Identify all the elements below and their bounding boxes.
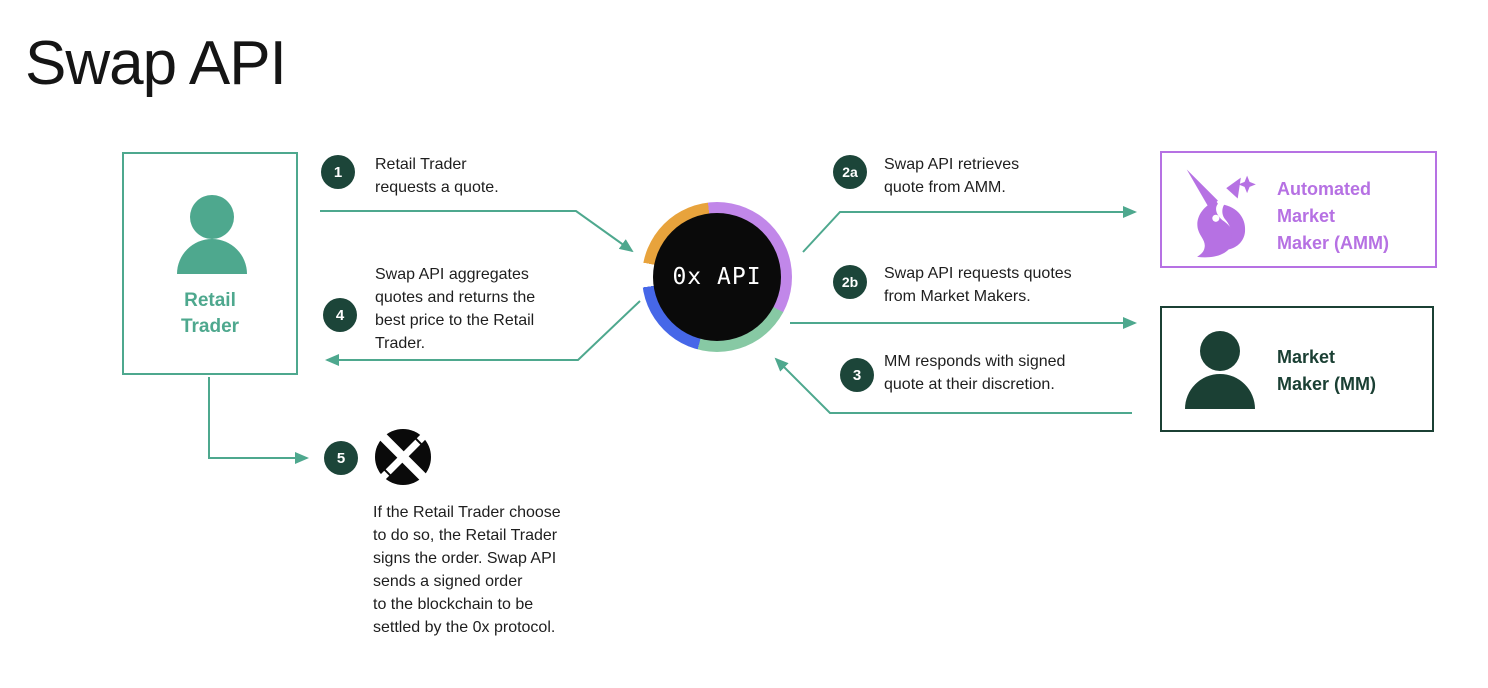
- retail-trader-label: Retail Trader: [180, 290, 240, 337]
- person-icon: [1185, 331, 1255, 409]
- step-text-3: MM responds with signed quote at their d…: [884, 353, 1066, 393]
- market-maker-label: Market Maker (MM): [1277, 347, 1377, 394]
- person-icon: [177, 195, 247, 274]
- uniswap-unicorn-icon: [1186, 169, 1256, 258]
- arrow-step-5: [208, 377, 309, 464]
- step-badge-5: 5: [324, 441, 358, 475]
- retail-trader-box: Retail Trader: [122, 152, 298, 375]
- arrow-step-1: [320, 210, 634, 253]
- api-hub: 0x API: [653, 213, 781, 341]
- 0x-protocol-logo-icon: [375, 429, 431, 485]
- market-maker-box: Market Maker (MM): [1160, 306, 1434, 432]
- step-text-1: Retail Trader requests a quote.: [375, 156, 499, 196]
- amm-label: Automated Market Maker (AMM): [1277, 179, 1390, 253]
- page-title: Swap API: [25, 29, 287, 98]
- step-badge-1: 1: [321, 155, 355, 189]
- step-badge-3: 3: [840, 358, 874, 392]
- step-text-2b: Swap API requests quotes from Market Mak…: [884, 265, 1072, 305]
- api-hub-ring: 0x API: [642, 202, 792, 352]
- api-hub-label: 0x API: [672, 264, 762, 290]
- step-text-4: Swap API aggregates quotes and returns t…: [375, 266, 536, 352]
- step-text-5: If the Retail Trader choose to do so, th…: [373, 504, 561, 636]
- arrow-step-2a: [802, 206, 1137, 253]
- step-text-2a: Swap API retrieves quote from AMM.: [884, 156, 1020, 196]
- step-badge-2b: 2b: [833, 265, 867, 299]
- step-badge-2a: 2a: [833, 155, 867, 189]
- step-badge-4: 4: [323, 298, 357, 332]
- amm-box: Automated Market Maker (AMM): [1160, 151, 1437, 268]
